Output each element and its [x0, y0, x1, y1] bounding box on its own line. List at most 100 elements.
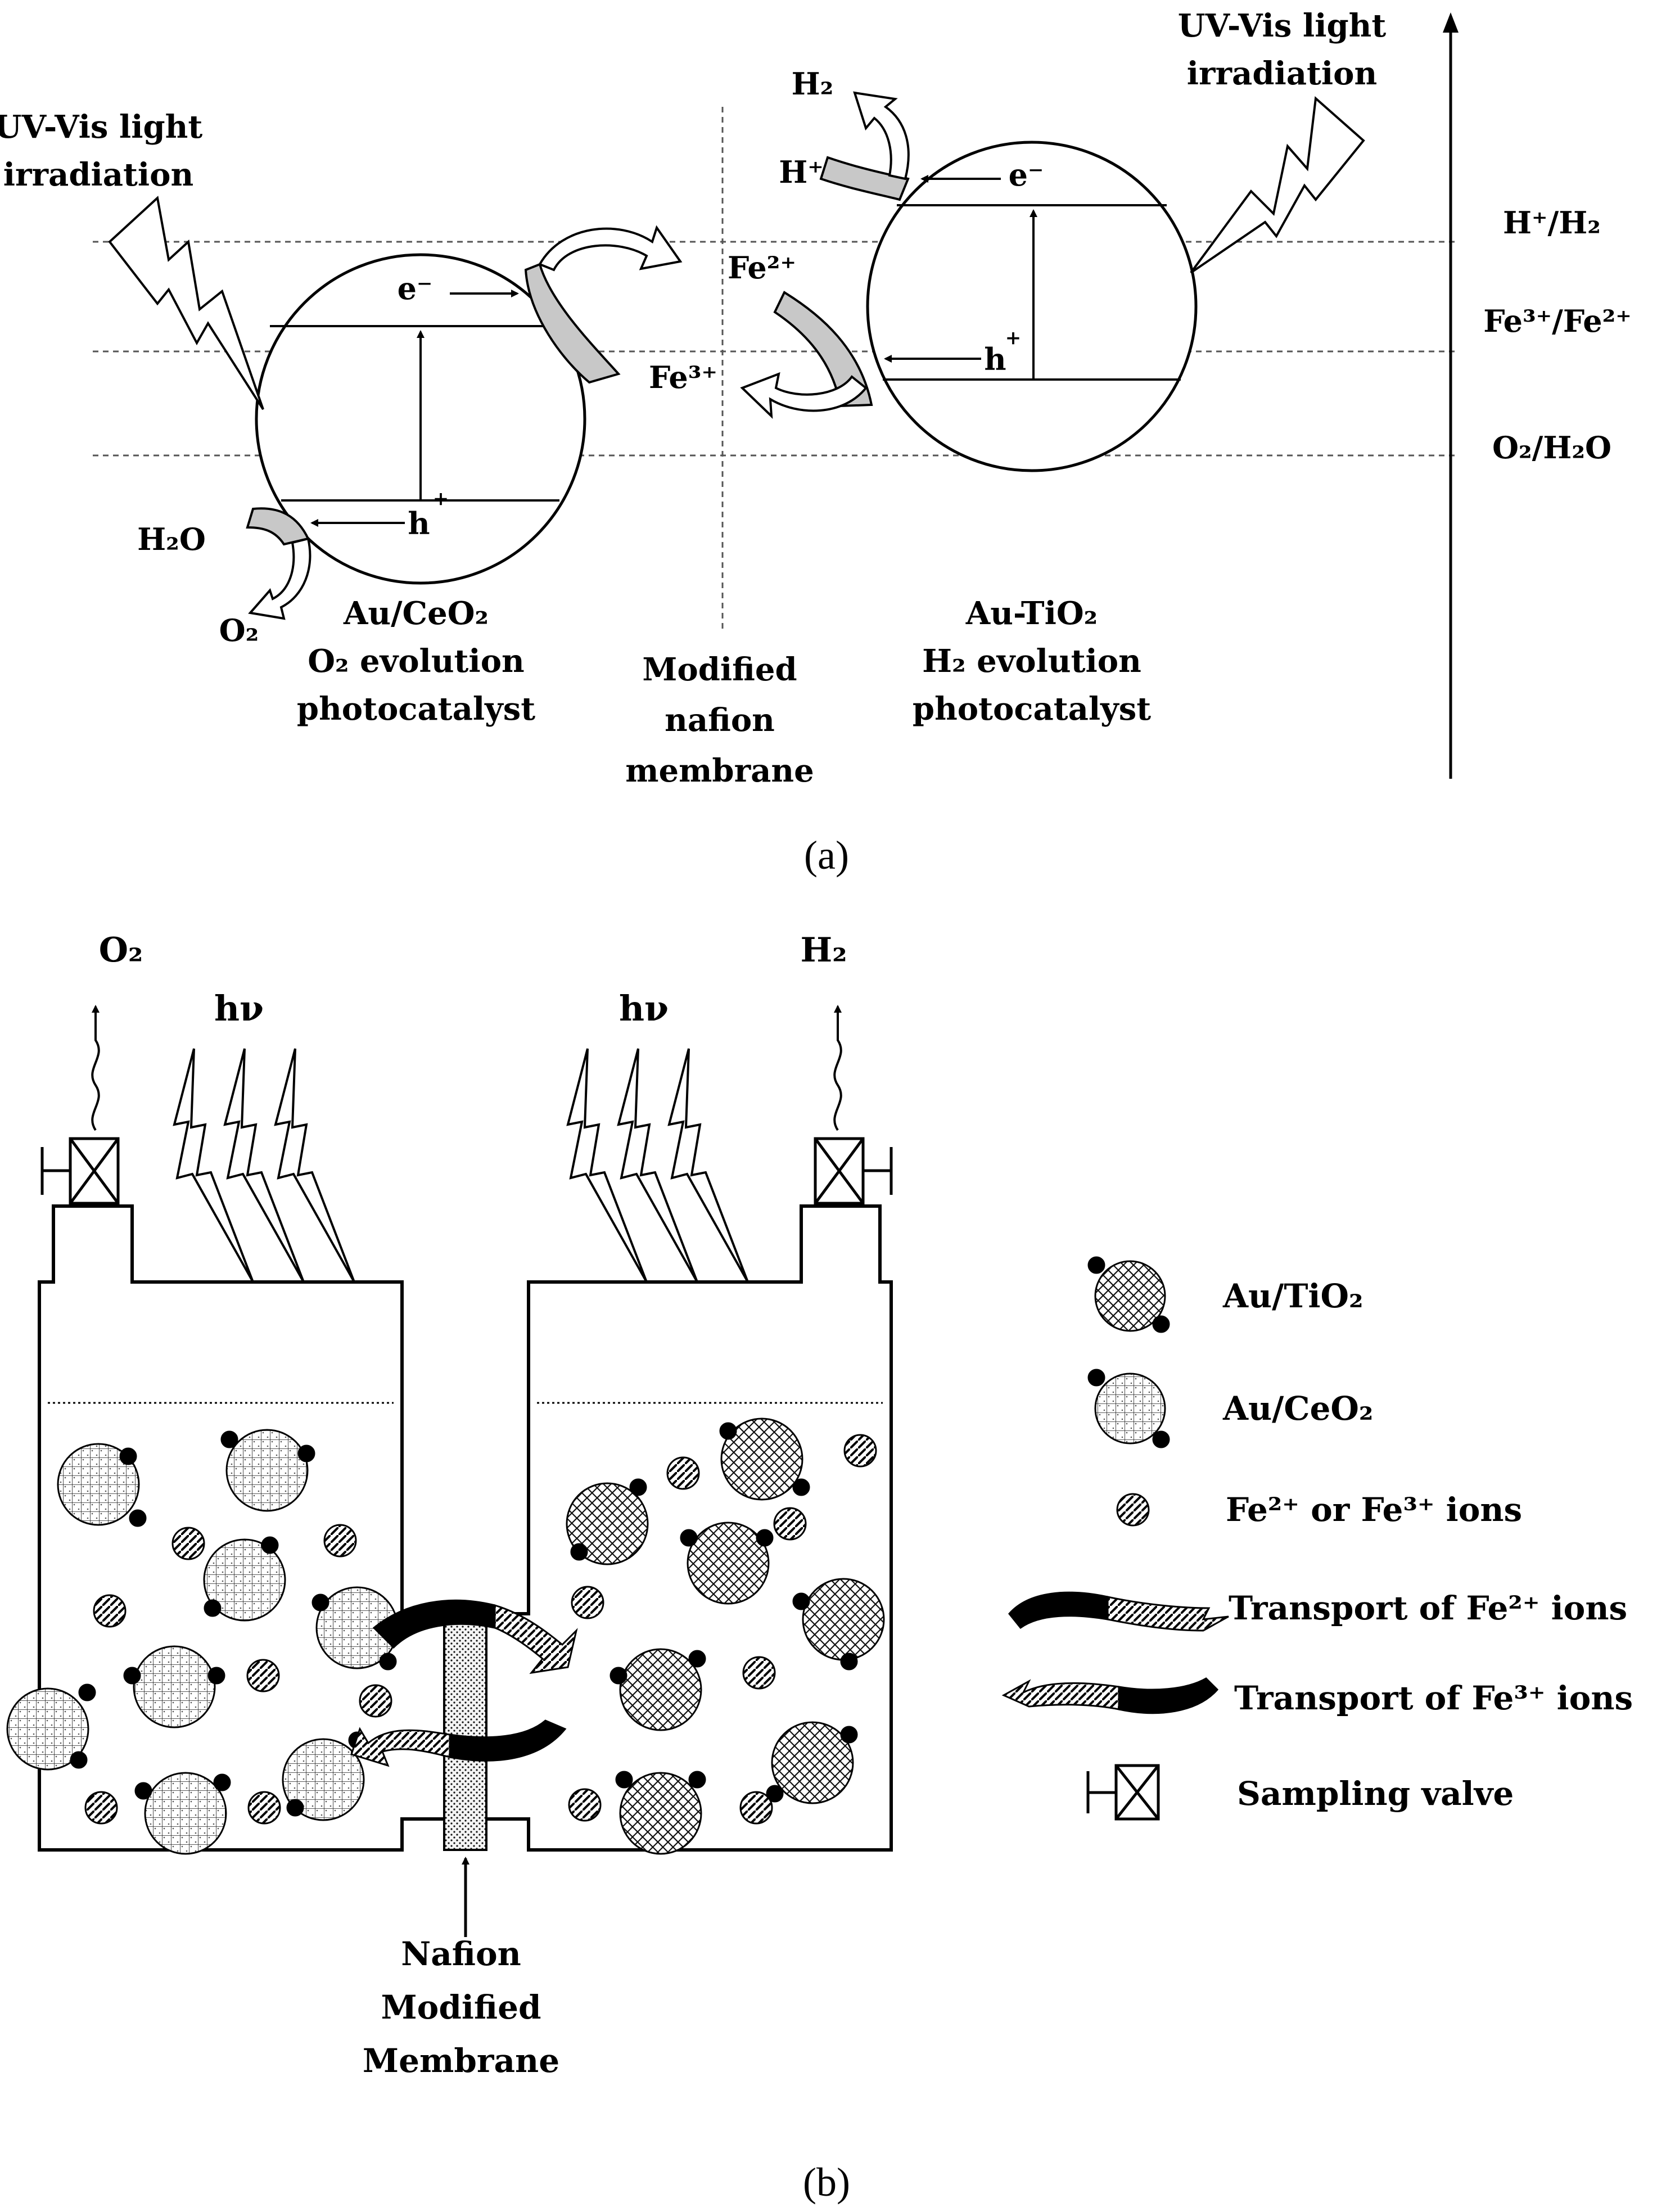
- au-ceo2-particle-7: [134, 1772, 231, 1855]
- legend-au-ceo2-icon: [1087, 1369, 1170, 1448]
- fe-ion-r4: [571, 1586, 604, 1619]
- membrane-label-line3: membrane: [625, 752, 814, 789]
- au-ceo2-particle-8: [282, 1731, 366, 1821]
- left-catalyst-name: Au/CeO₂: [343, 595, 489, 632]
- fe-ion-l6: [84, 1791, 118, 1825]
- legend-sampling-valve-icon: [1086, 1764, 1160, 1821]
- fe2-transport-striped-part: [494, 1604, 578, 1674]
- ceo2-electron-label: e⁻: [398, 270, 433, 306]
- au-tio2-particle-6: [766, 1721, 858, 1804]
- h-plus-label: H⁺: [779, 154, 824, 190]
- membrane-label-line2: nafion: [665, 702, 775, 739]
- fe-ion-l5: [359, 1684, 392, 1718]
- fe-ion-l7: [247, 1791, 281, 1825]
- right-sampling-valve-icon: [814, 1137, 893, 1205]
- level-label-o2-h2o: O₂/H₂O: [1492, 430, 1611, 466]
- au-ceo2-particle-3: [203, 1536, 286, 1622]
- level-label-h-h2: H⁺/H₂: [1503, 205, 1601, 241]
- right-lightning-icon: [1190, 96, 1365, 274]
- fe3-to-membrane-arrow: [538, 225, 683, 272]
- h2-outlet-label: H₂: [801, 931, 847, 970]
- legend: Au/TiO₂ Au/CeO₂ Fe²⁺ or Fe³⁺ ions Transp…: [1001, 1256, 1633, 1821]
- uv-right-line2: irradiation: [1187, 55, 1378, 92]
- o2-outlet-arrow: [91, 1005, 100, 1131]
- tio2-hole-label: h: [984, 341, 1006, 377]
- h2-outlet-arrow: [833, 1005, 842, 1131]
- fe-oxidation-band: [524, 263, 621, 384]
- fe-ion-l4: [246, 1659, 280, 1692]
- fe-ion-r3: [773, 1507, 807, 1541]
- fe-reduction-band: [773, 291, 873, 408]
- tio2-hole-plus: +: [1005, 327, 1022, 349]
- panel-a: e⁻ h + e⁻ h + UV-Vis light irradiation U…: [0, 7, 1632, 878]
- o2-release-arrow: [248, 537, 311, 620]
- right-catalyst-role: H₂ evolution: [922, 643, 1141, 680]
- tio2-electron-label: e⁻: [1009, 157, 1044, 193]
- au-tio2-particle-2: [566, 1478, 649, 1565]
- legend-fe-ion-icon: [1116, 1493, 1150, 1527]
- left-catalyst-type: photocatalyst: [297, 690, 535, 728]
- hv-right-label: hν: [619, 988, 669, 1029]
- uv-left-line1: UV-Vis light: [0, 109, 202, 146]
- right-catalyst-type: photocatalyst: [913, 690, 1151, 728]
- legend-fe-ion-label: Fe²⁺ or Fe³⁺ ions: [1226, 1491, 1522, 1529]
- legend-au-tio2-label: Au/TiO₂: [1222, 1277, 1363, 1315]
- fe-ion-r6: [568, 1788, 602, 1822]
- legend-fe3-transport-icon: [1001, 1677, 1219, 1714]
- o2-outlet-label: O₂: [99, 931, 143, 970]
- left-compartment-particles: [6, 1429, 399, 1855]
- nafion-membrane: [443, 1613, 487, 1851]
- au-ceo2-particle-5: [123, 1645, 225, 1728]
- legend-fe2-transport-icon: [1008, 1591, 1229, 1632]
- fe-ion-l1: [171, 1527, 205, 1560]
- left-lightning-icon: [108, 196, 264, 410]
- h2-product-label: H₂: [792, 66, 834, 102]
- uv-right-line1: UV-Vis light: [1178, 7, 1387, 44]
- right-compartment-particles: [566, 1418, 885, 1855]
- h2-release-arrow: [853, 91, 910, 180]
- au-ceo2-particle-1: [57, 1443, 147, 1527]
- caption-b: (b): [803, 2160, 850, 2205]
- fe3-transport-striped-part: [350, 1727, 451, 1767]
- h2o-label: H₂O: [137, 521, 206, 557]
- legend-sampling-valve-label: Sampling valve: [1237, 1775, 1514, 1813]
- au-ceo2-particle-2: [220, 1429, 315, 1512]
- nafion-label-line1: Nafion: [401, 1935, 521, 1973]
- caption-a: (a): [804, 833, 849, 878]
- panel-b: O₂ H₂ hν hν Nafion Modified Membrane Au/…: [6, 931, 1633, 2205]
- right-catalyst-name: Au-TiO₂: [965, 595, 1098, 632]
- legend-fe2-transport-label: Transport of Fe²⁺ ions: [1229, 1589, 1627, 1627]
- legend-au-ceo2-label: Au/CeO₂: [1222, 1389, 1373, 1428]
- fe-ion-r1: [843, 1434, 877, 1468]
- au-tio2-particle-4: [792, 1578, 885, 1671]
- legend-fe3-transport-label: Transport of Fe³⁺ ions: [1234, 1679, 1633, 1717]
- legend-au-tio2-icon: [1087, 1256, 1170, 1333]
- ceo2-hole-plus: +: [433, 487, 449, 510]
- membrane-label-line1: Modified: [642, 651, 797, 688]
- left-hv-bolts-icon: [173, 1048, 355, 1283]
- o2-product-label: O₂: [219, 612, 259, 648]
- au-ceo2-particle-4: [311, 1586, 399, 1671]
- au-tio2-particle-5: [609, 1648, 706, 1731]
- nafion-label-line3: Membrane: [363, 2042, 559, 2080]
- au-ceo2-particle-6: [6, 1683, 96, 1771]
- au-tio2-particle-3: [680, 1522, 774, 1605]
- fe-ion-l3: [93, 1594, 127, 1628]
- fe-ion-r7: [739, 1791, 773, 1825]
- hv-left-label: hν: [214, 988, 264, 1029]
- fe2-label: Fe²⁺: [728, 250, 796, 286]
- fe3-from-membrane-arrow: [740, 372, 868, 419]
- level-label-fe: Fe³⁺/Fe²⁺: [1483, 303, 1632, 339]
- fe3-label: Fe³⁺: [649, 359, 717, 395]
- proton-reduction-band: [819, 156, 910, 201]
- fe-ion-l2: [323, 1524, 357, 1558]
- au-tio2-particle-7: [615, 1771, 706, 1855]
- left-sampling-valve-icon: [40, 1137, 120, 1205]
- au-tio2-particle: [866, 141, 1198, 472]
- fe-ion-r5: [742, 1656, 776, 1690]
- ceo2-hole-label: h: [408, 505, 430, 541]
- energy-axis-arrowhead: [1443, 12, 1459, 33]
- nafion-label-line2: Modified: [381, 1988, 541, 2026]
- au-tio2-particle-1: [719, 1418, 810, 1501]
